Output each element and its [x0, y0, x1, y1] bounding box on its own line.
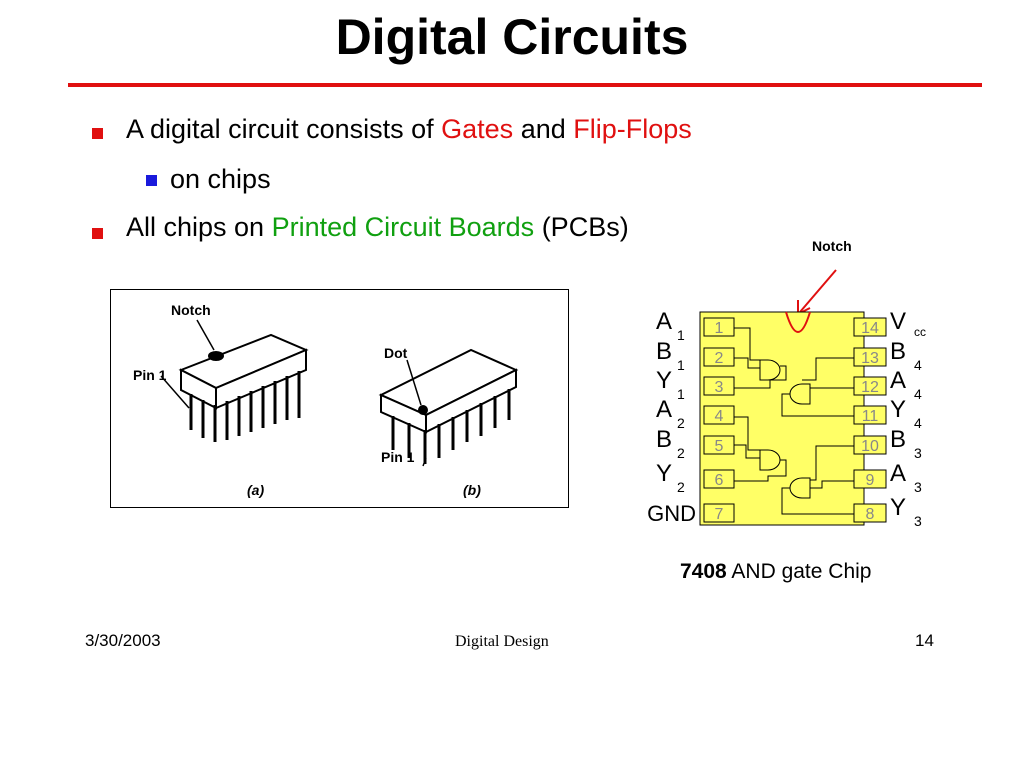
chip-pin-subscript: 1 — [677, 327, 685, 343]
chip-pin-subscript: 3 — [914, 445, 922, 461]
chip-pin-label: A — [890, 460, 906, 487]
chip-pin-number: 13 — [861, 350, 879, 367]
bullet-marker-1 — [92, 128, 103, 139]
chip-pin-box — [703, 435, 735, 455]
notch-label: Notch — [812, 238, 852, 254]
flip-flops-text: Flip-Flops — [573, 114, 692, 144]
sub-bullet-text: on chips — [170, 164, 271, 194]
chip-pin-box — [853, 503, 887, 523]
chip-pin-subscript: 1 — [677, 386, 685, 402]
chip-pin-number: 10 — [861, 438, 879, 455]
slide-title: Digital Circuits — [335, 9, 689, 65]
chip-pin-box — [853, 347, 887, 367]
footer-date: 3/30/2003 — [85, 631, 161, 650]
chip-pin-subscript: 2 — [677, 415, 685, 431]
chip-pin-subscript: 2 — [677, 445, 685, 461]
chip-pin-box — [853, 376, 887, 396]
chip-pin-label: B — [656, 338, 672, 365]
chip-pin-subscript: 2 — [677, 479, 685, 495]
chip-pin-label: V — [890, 308, 906, 335]
figure-pin1-b-label: Pin 1 — [381, 449, 415, 465]
gates-text: Gates — [441, 114, 514, 144]
figure-notch-label: Notch — [171, 302, 211, 318]
chip-pin-number: 12 — [861, 379, 879, 396]
bullet-2-suffix: (PCBs) — [534, 212, 629, 242]
pcb-text: Printed Circuit Boards — [271, 212, 535, 242]
footer-title: Digital Design — [455, 633, 549, 650]
chip-pin-label: B — [656, 426, 672, 453]
chip-pin-number: 3 — [715, 379, 724, 396]
chip-caption: 7408 AND gate Chip — [680, 560, 871, 584]
chip-pin-box — [703, 469, 735, 489]
bullet-1-prefix: A digital circuit consists of — [126, 114, 442, 144]
chip-caption-rest: AND gate Chip — [726, 560, 872, 583]
chip-pin-number: 7 — [715, 506, 724, 523]
footer-page-number: 14 — [915, 631, 934, 650]
chip-pin-subscript: 4 — [914, 357, 922, 373]
sub-bullet-marker — [146, 175, 157, 186]
chip-pin-box — [853, 469, 887, 489]
chip-pin-box — [853, 317, 887, 337]
bullet-1-and: and — [513, 114, 574, 144]
chip-pin-box — [703, 503, 735, 523]
chip-pin-box — [853, 405, 887, 425]
chip-pin-number: 11 — [862, 408, 879, 425]
ic-package-drawing: Notch Pin 1 Dot Pin 1 (a) (b) — [133, 302, 519, 498]
chip-pin-box — [703, 347, 735, 367]
chip-pin-subscript: 3 — [914, 513, 922, 529]
chip-caption-part: 7408 — [680, 560, 727, 583]
chip-pin-label: A — [656, 396, 672, 423]
chip-pin-label: A — [890, 367, 906, 394]
gate-wiring — [734, 327, 856, 515]
chip-pin-number: 4 — [715, 408, 724, 425]
chip-pin-label: Y — [890, 494, 906, 521]
chip-pin-box — [703, 405, 735, 425]
bullet-2: All chips on Printed Circuit Boards (PCB… — [126, 212, 629, 243]
chip-pin-label: Y — [890, 396, 906, 423]
chip-pin-number: 14 — [861, 320, 879, 337]
chip-pin-number: 8 — [866, 506, 875, 523]
bullet-1: A digital circuit consists of Gates and … — [126, 114, 692, 145]
figure-dot-label: Dot — [384, 345, 408, 361]
chip-pin-subscript: 4 — [914, 415, 922, 431]
chip-notch — [785, 311, 811, 333]
sub-bullet: on chips — [170, 164, 271, 195]
chip-pin-subscript: cc — [914, 325, 926, 339]
chip-pin-subscript: 3 — [914, 479, 922, 495]
chip-pin-label: Y — [656, 460, 672, 487]
ic-package-figure: Notch Pin 1 Dot Pin 1 (a) (b) — [110, 289, 569, 508]
chip-pin-number: 9 — [866, 472, 875, 489]
chip-pin-number: 5 — [715, 438, 724, 455]
chip-pin-label: B — [890, 426, 906, 453]
chip-pin-label: Y — [656, 367, 672, 394]
chip-pin-label: B — [890, 338, 906, 365]
chip-pin-number: 2 — [715, 350, 724, 367]
title-underline — [68, 83, 982, 87]
bullet-2-prefix: All chips on — [126, 212, 272, 242]
chip-pin-number: 6 — [715, 472, 724, 489]
chip-pin-subscript: 1 — [677, 357, 685, 373]
chip-pin-box — [853, 435, 887, 455]
chip-pin-box — [703, 376, 735, 396]
chip-pin-label: A — [656, 308, 672, 335]
figure-pin1-a-label: Pin 1 — [133, 367, 167, 383]
bullet-marker-2 — [92, 228, 103, 239]
chip-pin-label: GND — [647, 501, 696, 526]
notch-arrow — [797, 269, 837, 316]
chip-pin-number: 1 — [715, 320, 724, 337]
figure-label-b: (b) — [463, 482, 481, 498]
chip-pin-box — [703, 317, 735, 337]
figure-label-a: (a) — [247, 482, 264, 498]
chip-pin-subscript: 4 — [914, 386, 922, 402]
